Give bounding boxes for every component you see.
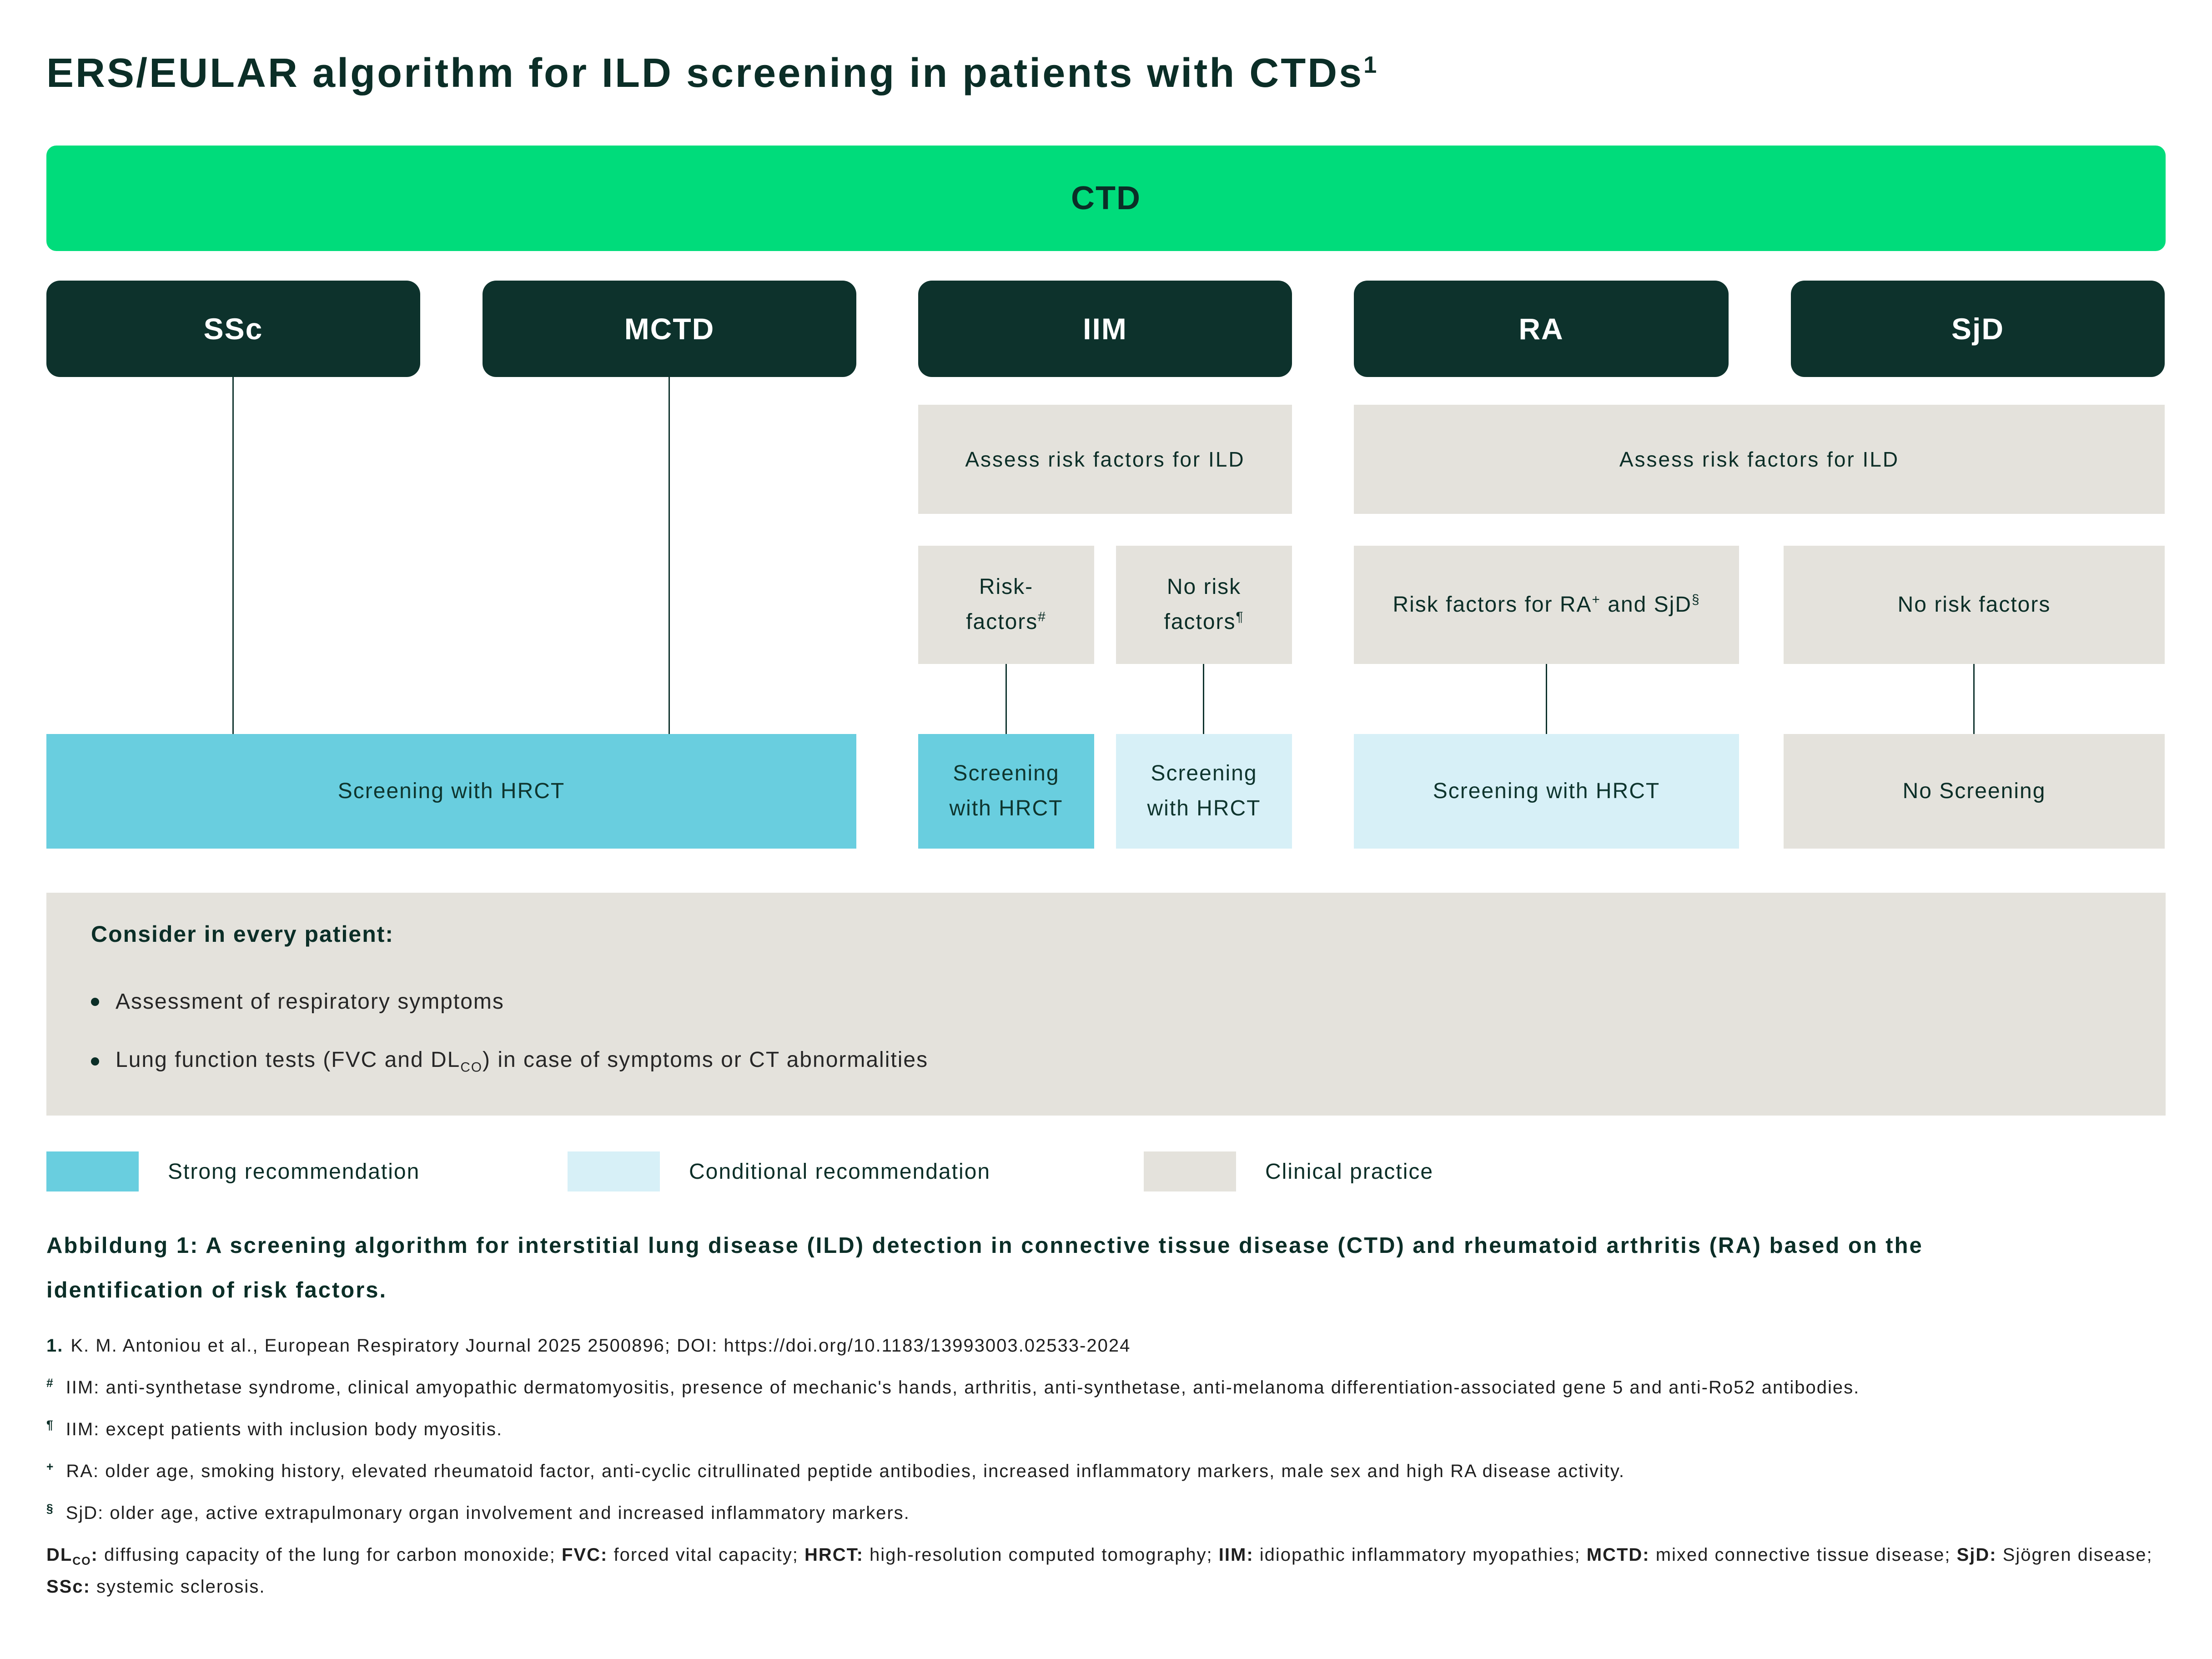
legend-swatch-conditional-recommendation [568, 1151, 660, 1191]
footnote-hash: # IIM: anti-synthetase syndrome, clinical… [46, 1372, 2175, 1403]
node-screening-hrct-ssc-mctd: Screening with HRCT [46, 734, 856, 849]
node-screening-hrct-ra-sjd: Screening with HRCT [1354, 734, 1739, 849]
consider-panel: Consider in every patient: Assessment of… [46, 893, 2166, 1116]
connector-mctd-to-hrct [669, 377, 670, 734]
footnote-reference-text: K. M. Antoniou et al., European Respirat… [70, 1336, 1131, 1356]
node-ssc: SSc [46, 281, 420, 377]
footnotes: 1. K. M. Antoniou et al., European Respir… [46, 1330, 2175, 1613]
node-ra-label: RA [1518, 312, 1564, 346]
footnote-plus-marker: + [46, 1459, 55, 1473]
page-title-reference-superscript: 1 [1363, 52, 1379, 78]
node-no-screening: No Screening [1784, 734, 2165, 849]
node-screening-hrct-ra-sjd-label: Screening with HRCT [1433, 779, 1660, 803]
connector-iim-norisk-to-hrct [1203, 664, 1204, 734]
node-screening-hrct-ssc-mctd-label: Screening with HRCT [337, 779, 565, 803]
legend-label-clinical-practice: Clinical practice [1265, 1159, 1434, 1184]
footnote-abbreviations-text: DLCO: diffusing capacity of the lung for… [46, 1545, 2153, 1597]
consider-bullet-respiratory-symptoms-text: Assessment of respiratory symptoms [116, 990, 504, 1014]
figure-caption-line1: Abbildung 1: A screening algorithm for i… [46, 1233, 1923, 1258]
legend-label-conditional-recommendation: Conditional recommendation [689, 1159, 991, 1184]
node-sjd-label: SjD [1951, 312, 2005, 346]
legend-swatch-clinical-practice [1144, 1151, 1236, 1191]
footnote-hash-text: IIM: anti-synthetase syndrome, clinical … [65, 1377, 1860, 1398]
footnote-section-marker: § [46, 1501, 54, 1515]
figure-caption-line2: identification of risk factors. [46, 1278, 387, 1302]
consider-panel-heading: Consider in every patient: [91, 921, 394, 947]
legend-label-strong-recommendation: Strong recommendation [168, 1159, 420, 1184]
node-no-risk-factors-ra-sjd: No risk factors [1784, 546, 2165, 664]
node-assess-risk-iim-label: Assess risk factors for ILD [965, 447, 1245, 471]
consider-bullet-respiratory-symptoms: Assessment of respiratory symptoms [91, 989, 504, 1014]
figure-caption: Abbildung 1: A screening algorithm for i… [46, 1223, 2147, 1312]
bullet-dot-icon [91, 1057, 99, 1066]
footnote-reference: 1. K. M. Antoniou et al., European Respir… [46, 1330, 2175, 1361]
node-ssc-label: SSc [203, 312, 263, 346]
node-no-risk-factors-ra-sjd-label: No risk factors [1897, 592, 2051, 617]
legend-item-clinical-practice: Clinical practice [1144, 1151, 1433, 1191]
legend-item-conditional-recommendation: Conditional recommendation [568, 1151, 990, 1191]
footnote-pilcrow-marker: ¶ [46, 1418, 54, 1432]
node-sjd: SjD [1791, 281, 2165, 377]
node-risk-factors-ra-sjd: Risk factors for RA+ and SjD§ [1354, 546, 1739, 664]
footnote-reference-marker: 1. [46, 1336, 64, 1356]
consider-bullet-lung-function-tests: Lung function tests (FVC and DLCO) in ca… [91, 1047, 928, 1076]
connector-ssc-to-hrct [232, 377, 234, 734]
node-assess-risk-ra-sjd: Assess risk factors for ILD [1354, 405, 2165, 514]
legend: Strong recommendation Conditional recomm… [46, 1151, 2166, 1191]
node-ctd-label: CTD [1071, 180, 1141, 216]
footnote-pilcrow-text: IIM: except patients with inclusion body… [65, 1419, 503, 1439]
footnote-abbreviations: DLCO: diffusing capacity of the lung for… [46, 1539, 2175, 1602]
node-no-screening-label: No Screening [1902, 779, 2046, 803]
legend-swatch-strong-recommendation [46, 1151, 139, 1191]
bullet-dot-icon [91, 997, 99, 1006]
footnote-hash-marker: # [46, 1376, 54, 1390]
node-risk-factors-iim-label: Risk-factors# [966, 575, 1046, 634]
page-title: ERS/EULAR algorithm for ILD screening in… [46, 50, 1378, 97]
connector-ra-risk-to-hrct [1546, 664, 1547, 734]
footnote-plus: + RA: older age, smoking history, elevate… [46, 1456, 2175, 1487]
node-risk-factors-ra-sjd-label: Risk factors for RA+ and SjD§ [1393, 592, 1700, 617]
connector-iim-risk-to-hrct [1005, 664, 1007, 734]
node-risk-factors-iim: Risk-factors# [918, 546, 1094, 664]
legend-item-strong-recommendation: Strong recommendation [46, 1151, 420, 1191]
consider-bullet-lung-function-tests-text: Lung function tests (FVC and DLCO) in ca… [116, 1048, 929, 1075]
connector-ra-norisk-to-noscreening [1973, 664, 1975, 734]
node-assess-risk-ra-sjd-label: Assess risk factors for ILD [1619, 447, 1900, 471]
node-mctd-label: MCTD [624, 312, 715, 346]
node-iim: IIM [918, 281, 1292, 377]
node-assess-risk-iim: Assess risk factors for ILD [918, 405, 1292, 514]
node-mctd: MCTD [483, 281, 856, 377]
node-ctd-root: CTD [46, 146, 2166, 251]
footnote-plus-text: RA: older age, smoking history, elevated… [66, 1461, 1625, 1481]
page-title-text: ERS/EULAR algorithm for ILD screening in… [46, 50, 1364, 96]
node-iim-label: IIM [1083, 312, 1127, 346]
node-ra: RA [1354, 281, 1729, 377]
footnote-pilcrow: ¶ IIM: except patients with inclusion bod… [46, 1414, 2175, 1445]
footnote-section-text: SjD: older age, active extrapulmonary or… [65, 1503, 910, 1523]
footnote-section: § SjD: older age, active extrapulmonary o… [46, 1498, 2175, 1528]
